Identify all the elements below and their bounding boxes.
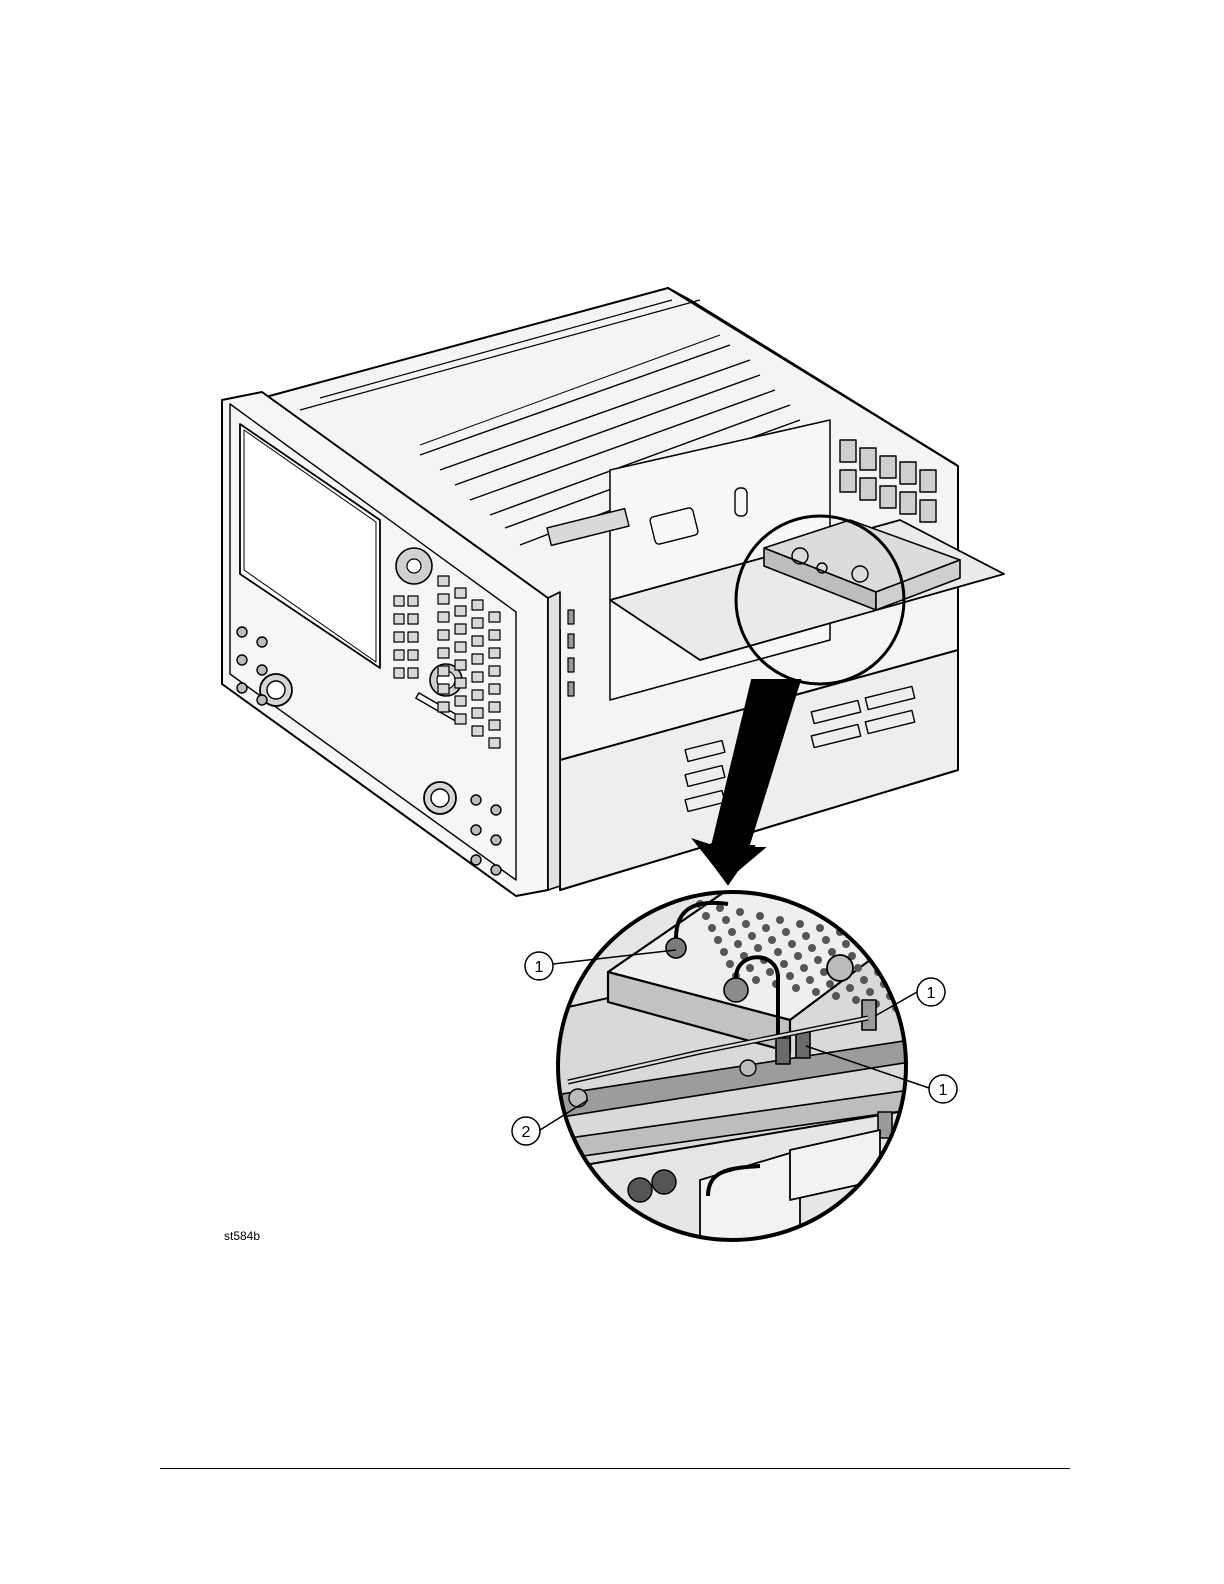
front-panel-key bbox=[472, 600, 483, 610]
front-panel-key bbox=[408, 614, 418, 624]
perforation-hole bbox=[748, 932, 756, 940]
perforation-hole bbox=[788, 940, 796, 948]
perforation-hole bbox=[726, 960, 734, 968]
front-panel-key bbox=[489, 648, 500, 658]
perforation-hole bbox=[720, 948, 728, 956]
front-panel-key bbox=[472, 636, 483, 646]
perforation-hole bbox=[734, 940, 742, 948]
front-panel-key bbox=[394, 614, 404, 624]
front-panel-key bbox=[472, 672, 483, 682]
front-panel-key bbox=[408, 632, 418, 642]
perforation-hole bbox=[708, 924, 716, 932]
perforation-hole bbox=[768, 936, 776, 944]
front-panel-key bbox=[408, 668, 418, 678]
front-panel-key bbox=[472, 708, 483, 718]
front-panel-key bbox=[455, 606, 466, 616]
callout-1-right-lower-label: 1 bbox=[939, 1082, 948, 1099]
perforation-hole bbox=[802, 932, 810, 940]
front-panel-key bbox=[455, 714, 466, 724]
perforation-hole bbox=[852, 996, 860, 1004]
figure-id-label: st584b bbox=[224, 1229, 260, 1243]
front-panel-key bbox=[489, 738, 500, 748]
perforation-hole bbox=[722, 916, 730, 924]
front-panel-key bbox=[455, 624, 466, 634]
perforation-hole bbox=[860, 976, 868, 984]
front-panel-key bbox=[489, 666, 500, 676]
front-panel-key bbox=[472, 618, 483, 628]
front-panel-key bbox=[489, 720, 500, 730]
perforation-hole bbox=[752, 976, 760, 984]
perforation-hole bbox=[842, 940, 850, 948]
perforation-hole bbox=[754, 944, 762, 952]
callout-1-right-upper: 1 bbox=[917, 978, 945, 1006]
front-panel-key bbox=[394, 650, 404, 660]
perforation-hole bbox=[800, 964, 808, 972]
perforation-hole bbox=[786, 972, 794, 980]
perforation-hole bbox=[742, 920, 750, 928]
perforation-hole bbox=[762, 924, 770, 932]
perforation-hole bbox=[736, 908, 744, 916]
front-panel-key bbox=[472, 654, 483, 664]
port-2-connector bbox=[424, 782, 456, 814]
callout-1-right-upper-label: 1 bbox=[927, 985, 936, 1002]
perforation-hole bbox=[816, 924, 824, 932]
perforation-hole bbox=[796, 920, 804, 928]
perforation-hole bbox=[766, 968, 774, 976]
front-panel-key bbox=[472, 690, 483, 700]
perforation-hole bbox=[854, 964, 862, 972]
front-panel-key bbox=[438, 666, 449, 676]
perforation-hole bbox=[808, 944, 816, 952]
perforation-hole bbox=[746, 964, 754, 972]
front-panel-key bbox=[455, 678, 466, 688]
front-panel-key bbox=[438, 594, 449, 604]
front-panel-key bbox=[408, 650, 418, 660]
front-panel-key bbox=[489, 612, 500, 622]
perforation-hole bbox=[780, 960, 788, 968]
front-panel-key bbox=[455, 588, 466, 598]
perforation-hole bbox=[826, 980, 834, 988]
front-panel-key bbox=[489, 630, 500, 640]
perforation-hole bbox=[866, 988, 874, 996]
front-panel-key bbox=[438, 702, 449, 712]
callout-1-upper-left-label: 1 bbox=[535, 959, 544, 976]
callout-2-left: 2 bbox=[512, 1117, 540, 1145]
front-panel-key bbox=[438, 684, 449, 694]
perforation-hole bbox=[728, 928, 736, 936]
perforation-hole bbox=[856, 932, 864, 940]
perforation-hole bbox=[776, 916, 784, 924]
footer-rule bbox=[160, 1468, 1070, 1469]
perforation-hole bbox=[702, 912, 710, 920]
front-panel-key bbox=[438, 648, 449, 658]
callout-1-right-lower: 1 bbox=[929, 1075, 957, 1103]
perforation-hole bbox=[812, 988, 820, 996]
perforation-hole bbox=[774, 948, 782, 956]
front-panel-key bbox=[394, 596, 404, 606]
perforation-hole bbox=[782, 928, 790, 936]
front-panel-key bbox=[455, 696, 466, 706]
callout-2-left-label: 2 bbox=[522, 1124, 531, 1141]
perforation-hole bbox=[828, 948, 836, 956]
perforation-hole bbox=[794, 952, 802, 960]
perforation-hole bbox=[756, 912, 764, 920]
perforation-hole bbox=[814, 956, 822, 964]
perforation-hole bbox=[714, 936, 722, 944]
front-panel-key bbox=[489, 684, 500, 694]
perforation-hole bbox=[792, 984, 800, 992]
front-panel-key bbox=[438, 576, 449, 586]
front-panel-key bbox=[438, 612, 449, 622]
callout-1-upper-left: 1 bbox=[525, 952, 553, 980]
front-panel-key bbox=[455, 642, 466, 652]
perforation-hole bbox=[822, 936, 830, 944]
front-panel-key bbox=[394, 632, 404, 642]
perforation-hole bbox=[846, 984, 854, 992]
perforation-hole bbox=[832, 992, 840, 1000]
front-panel-key bbox=[394, 668, 404, 678]
front-panel-key bbox=[438, 630, 449, 640]
front-panel-key bbox=[408, 596, 418, 606]
front-panel-key bbox=[489, 702, 500, 712]
perforation-hole bbox=[806, 976, 814, 984]
front-panel-key bbox=[455, 660, 466, 670]
front-panel-key bbox=[472, 726, 483, 736]
